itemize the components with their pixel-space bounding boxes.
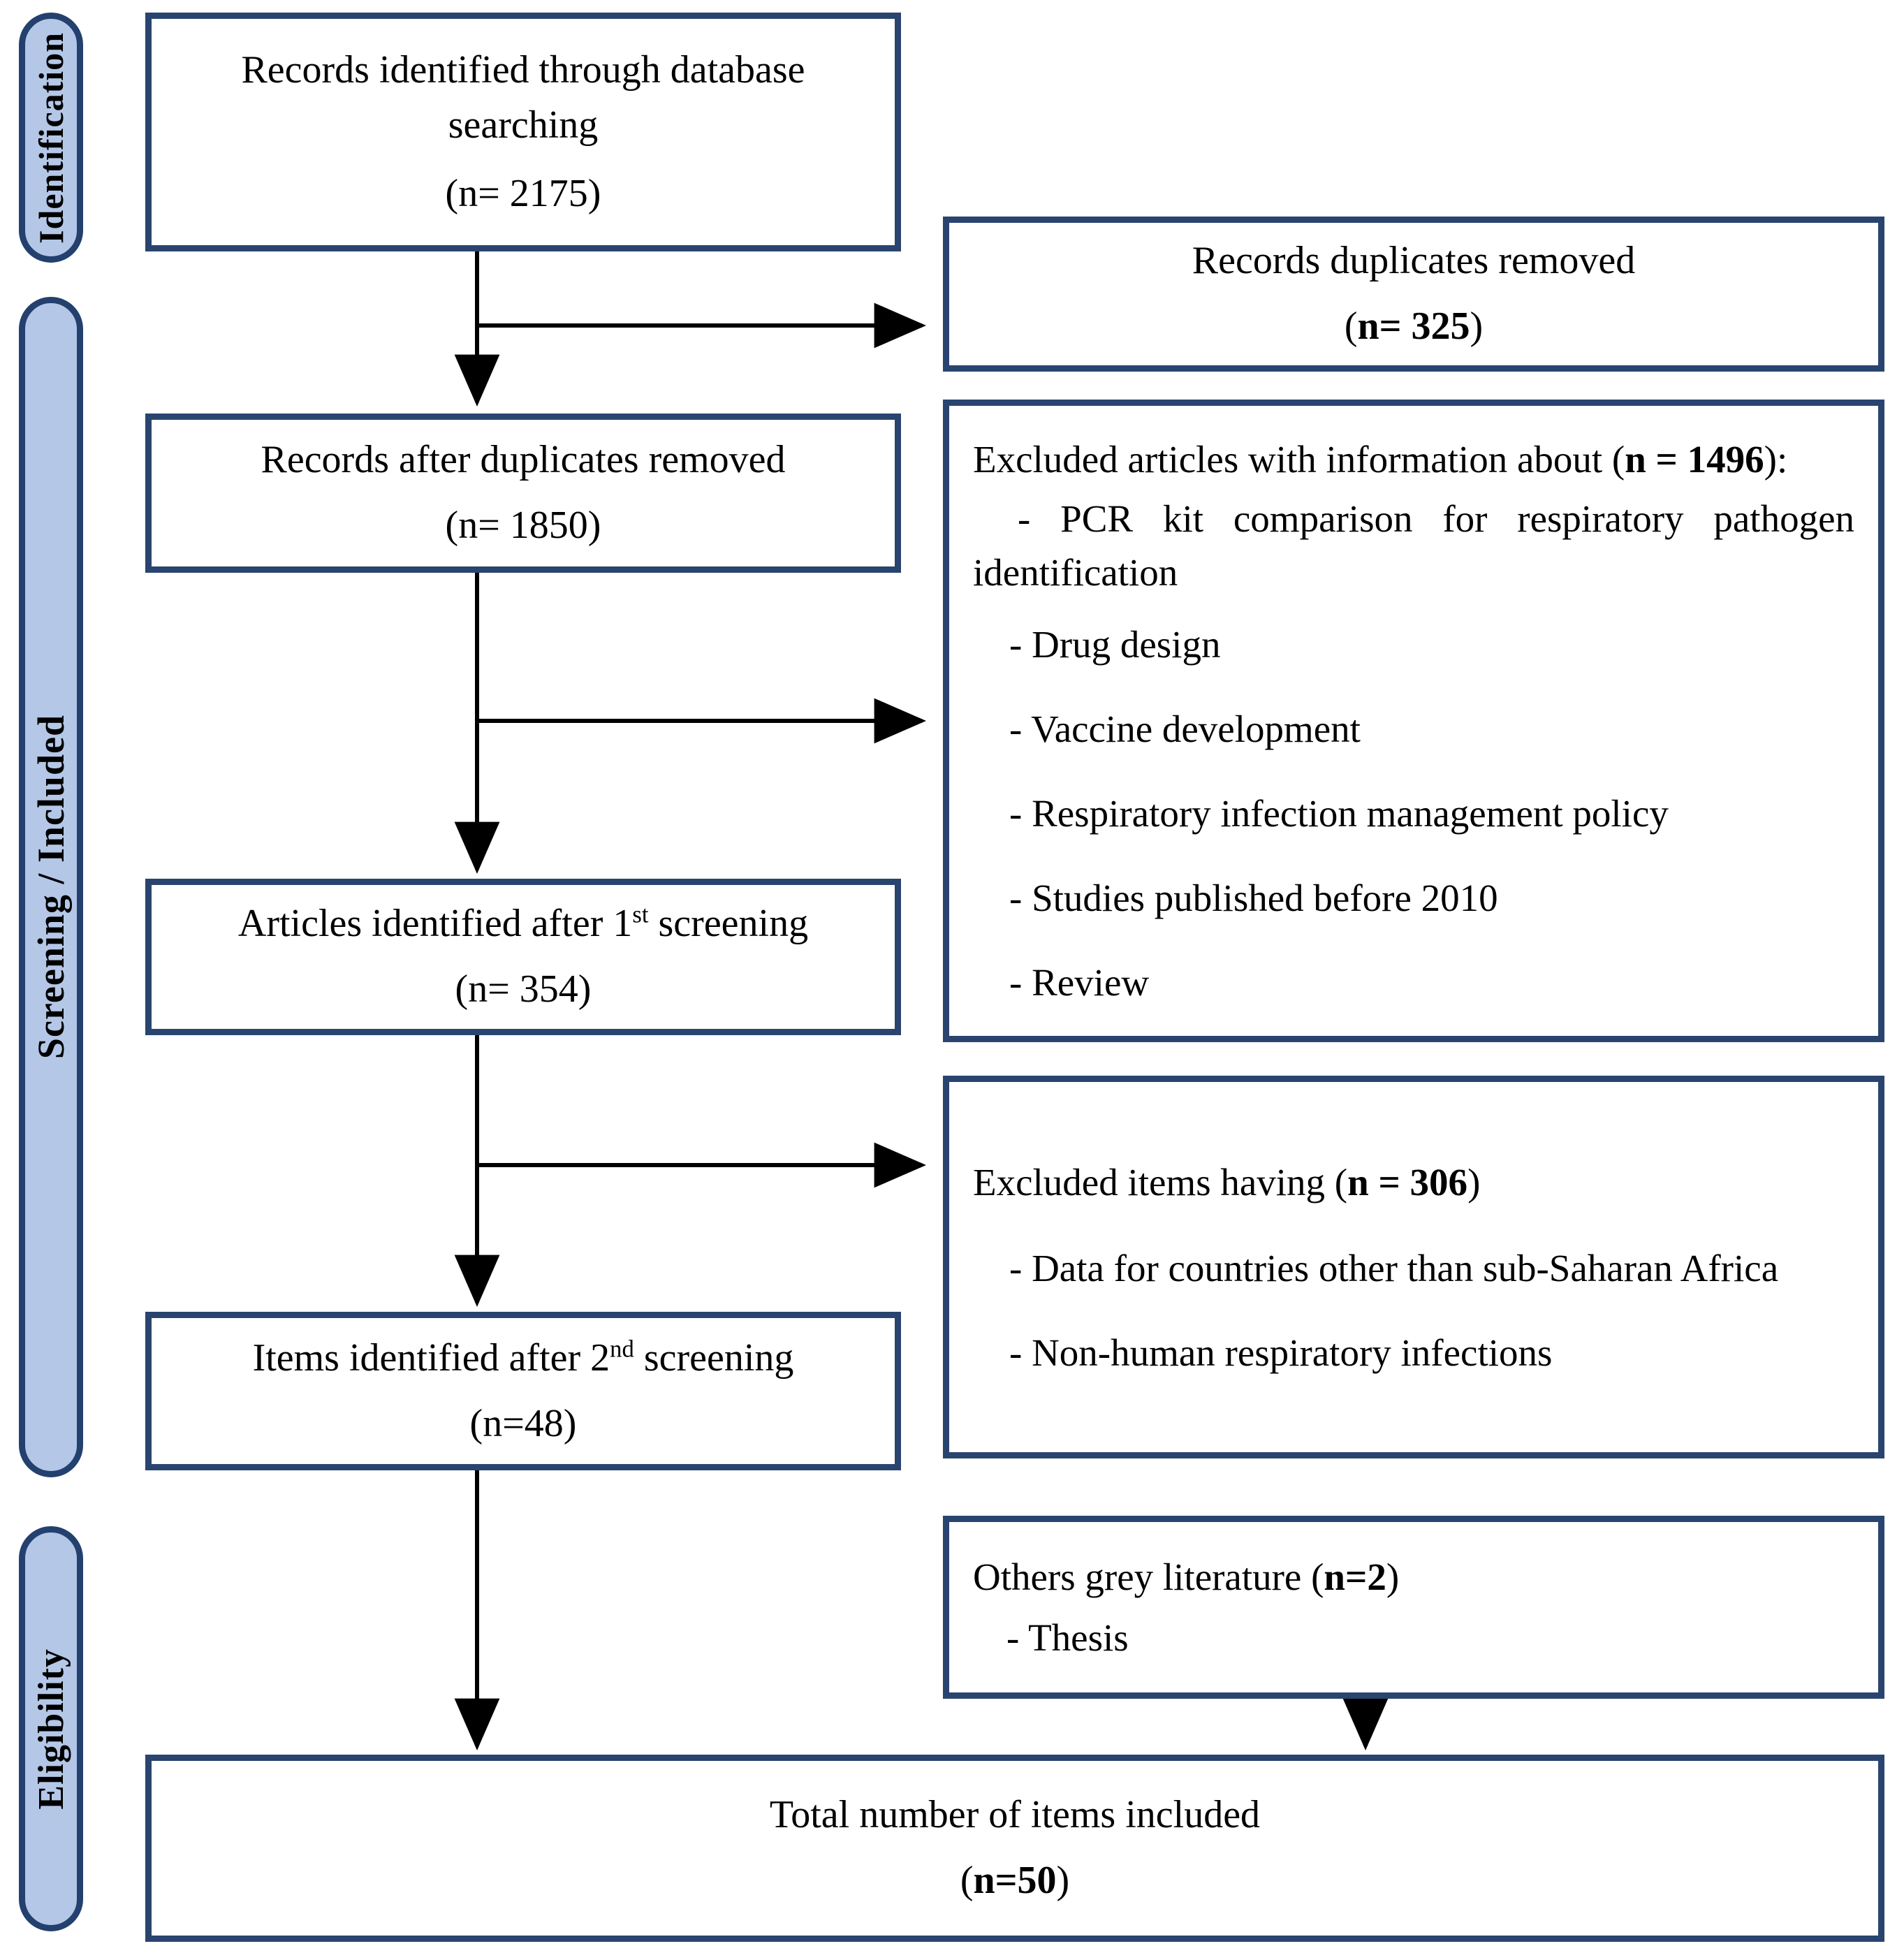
- excluded-items-header: Excluded items having (n = 306): [973, 1155, 1854, 1209]
- node-duplicates-removed: Records duplicates removed (n= 325): [943, 217, 1884, 372]
- excluded-articles-bullet-0: - Drug design: [1009, 623, 1221, 666]
- node-excluded-items: Excluded items having (n = 306) - Data f…: [943, 1076, 1884, 1458]
- duplicates-removed-line1: Records duplicates removed: [1192, 239, 1636, 283]
- node-items-second-screening: Items identified after 2nd screening (n=…: [145, 1312, 901, 1470]
- node-records-after-duplicates: Records after duplicates removed (n= 185…: [145, 414, 901, 573]
- excluded-articles-bullet-4: - Review: [1009, 961, 1150, 1004]
- duplicates-removed-count-value: n= 325: [1357, 305, 1470, 348]
- connector-after-duplicates-to-first-screening: [454, 573, 927, 875]
- articles-first-screening-ordinal: st: [632, 900, 649, 928]
- excluded-articles-header-count: n = 1496: [1625, 438, 1764, 481]
- records-identified-line1: Records identified through database: [241, 47, 805, 92]
- excluded-articles-header: Excluded articles with information about…: [973, 432, 1854, 486]
- excluded-items-bullet-1: - Non-human respiratory infections: [1009, 1331, 1553, 1374]
- items-second-screening-text-b: screening: [634, 1336, 794, 1380]
- connector-identified-to-after-duplicates: [454, 251, 927, 407]
- stage-tab-screening: Screening / Included: [19, 297, 83, 1477]
- grey-literature-bullet-0: - Thesis: [1006, 1616, 1129, 1659]
- articles-first-screening-text-b: screening: [648, 902, 809, 946]
- articles-first-screening-line1: Articles identified after 1st screening: [238, 896, 808, 952]
- excluded-items-header-suffix: ): [1467, 1160, 1481, 1204]
- node-total-included: Total number of items included (n=50): [145, 1755, 1884, 1942]
- records-after-duplicates-line1: Records after duplicates removed: [261, 438, 786, 482]
- total-included-count: (n=50): [960, 1853, 1069, 1909]
- excluded-articles-bullet-3: - Studies published before 2010: [1009, 877, 1498, 919]
- grey-literature-header-prefix: Others grey literature (: [973, 1556, 1324, 1598]
- items-second-screening-line1: Items identified after 2nd screening: [253, 1331, 794, 1387]
- items-second-screening-text-a: Items identified after 2: [252, 1336, 610, 1380]
- node-articles-first-screening: Articles identified after 1st screening …: [145, 879, 901, 1035]
- total-included-paren-close: ): [1056, 1859, 1070, 1902]
- stage-label-eligibility: Eligibility: [31, 1648, 71, 1810]
- stage-label-screening: Screening / Included: [30, 715, 72, 1060]
- items-second-screening-count: (n=48): [469, 1401, 577, 1445]
- excluded-articles-bullet-2: - Respiratory infection management polic…: [1009, 792, 1669, 835]
- grey-literature-header-suffix: ): [1386, 1556, 1400, 1598]
- excluded-articles-item-pcr: - PCR kit comparison for respiratory pat…: [973, 497, 1854, 594]
- excluded-articles-bullet-1: - Vaccine development: [1009, 708, 1361, 750]
- node-records-identified: Records identified through database sear…: [145, 13, 901, 251]
- duplicates-removed-paren-open: (: [1344, 305, 1358, 348]
- records-identified-count: (n= 2175): [445, 171, 601, 215]
- duplicates-removed-paren-close: ): [1470, 305, 1484, 348]
- articles-first-screening-text-a: Articles identified after 1: [237, 902, 633, 946]
- excluded-articles-header-suffix: ):: [1764, 438, 1788, 481]
- total-included-count-value: n=50: [973, 1859, 1057, 1902]
- grey-literature-header-count: n=2: [1324, 1556, 1386, 1598]
- records-after-duplicates-count: (n= 1850): [445, 504, 601, 547]
- articles-first-screening-count: (n= 354): [455, 967, 592, 1011]
- total-included-line1: Total number of items included: [769, 1793, 1261, 1837]
- stage-tab-identification: Identification: [19, 13, 83, 263]
- node-excluded-articles: Excluded articles with information about…: [943, 400, 1884, 1042]
- excluded-articles-header-prefix: Excluded articles with information about…: [973, 438, 1625, 481]
- duplicates-removed-count: (n= 325): [1345, 299, 1483, 355]
- node-grey-literature: Others grey literature (n=2) - Thesis: [943, 1516, 1884, 1699]
- excluded-items-header-prefix: Excluded items having (: [973, 1160, 1348, 1204]
- connector-first-screening-to-second-screening: [454, 1035, 927, 1308]
- items-second-screening-ordinal: nd: [610, 1335, 634, 1363]
- excluded-items-bullet-0: - Data for countries other than sub-Saha…: [1009, 1246, 1779, 1289]
- total-included-paren-open: (: [960, 1859, 974, 1902]
- records-identified-line2: searching: [448, 103, 599, 147]
- excluded-items-header-count: n = 306: [1347, 1160, 1468, 1204]
- stage-tab-eligibility: Eligibility: [19, 1526, 83, 1931]
- stage-label-identification: Identification: [31, 31, 71, 244]
- grey-literature-header: Others grey literature (n=2): [973, 1550, 1854, 1604]
